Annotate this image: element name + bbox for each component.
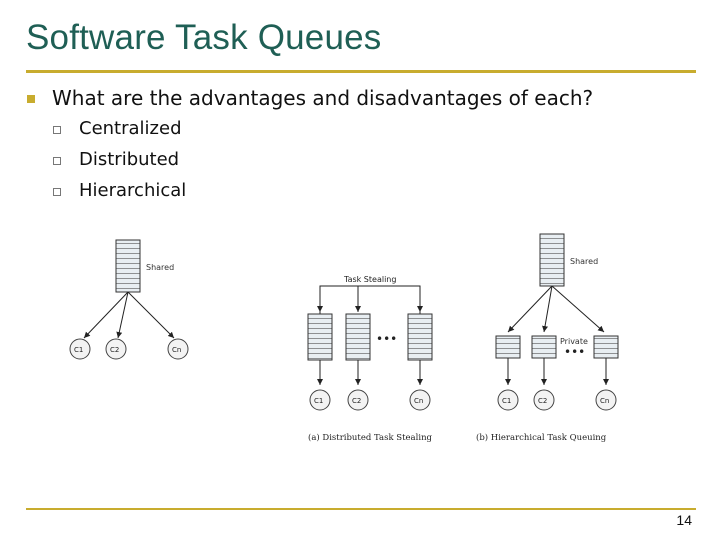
hollow-square-bullet-icon: [53, 157, 61, 165]
page-number: 14: [676, 512, 692, 528]
item-centralized: Centralized: [79, 118, 182, 139]
queue: [345, 313, 371, 361]
caption-distributed: (a) Distributed Task Stealing: [308, 432, 433, 443]
shared-queue: [539, 233, 565, 287]
shared-label: Shared: [146, 263, 174, 272]
core-label: C2: [352, 397, 361, 405]
task-stealing-label: Task Stealing: [343, 275, 396, 284]
square-bullet-icon: [27, 95, 35, 103]
stealing-bracket: [319, 285, 421, 314]
core-label: C1: [74, 346, 83, 354]
core-node: [105, 338, 127, 360]
core-label: C1: [314, 397, 323, 405]
core-node: [167, 338, 189, 360]
queue: [307, 313, 333, 361]
hierarchical-diagram: Shared Private ••• C1 C2 Cn (b) Hierarch…: [476, 233, 619, 443]
item-hierarchical: Hierarchical: [79, 180, 187, 201]
ellipsis: •••: [564, 345, 585, 359]
arrow: [116, 291, 129, 339]
question-text: What are the advantages and disadvantage…: [52, 86, 594, 110]
core-label: C2: [538, 397, 547, 405]
core-label: C2: [110, 346, 119, 354]
core-node: [69, 338, 91, 360]
caption-hierarchical: (b) Hierarchical Task Queuing: [476, 432, 607, 443]
private-queue: [495, 335, 521, 359]
centralized-diagram: Shared C1 C2 Cn: [69, 239, 189, 360]
item-distributed: Distributed: [79, 149, 180, 170]
hollow-square-bullet-icon: [53, 126, 61, 134]
arrow: [83, 291, 129, 339]
shared-queue: [115, 239, 141, 293]
queue: [407, 313, 433, 361]
private-queue: [531, 335, 557, 359]
private-label: Private: [560, 337, 588, 346]
ellipsis: •••: [376, 332, 397, 346]
distributed-diagram: Task Stealing ••• C1 C2 Cn (a) Distribut…: [307, 275, 433, 443]
hollow-square-bullet-icon: [53, 188, 61, 196]
core-label: C1: [502, 397, 511, 405]
core-label: Cn: [414, 397, 423, 405]
task-queue-diagram: Shared C1 C2 Cn Task Stealing ••• C1 C2 …: [69, 233, 619, 443]
footer-divider: [26, 508, 696, 510]
arrow: [127, 291, 175, 339]
core-label: Cn: [600, 397, 609, 405]
private-queue: [593, 335, 619, 359]
core-label: Cn: [172, 346, 181, 354]
shared-label: Shared: [570, 257, 598, 266]
slide-title: Software Task Queues: [26, 18, 382, 57]
title-divider: [26, 70, 696, 73]
